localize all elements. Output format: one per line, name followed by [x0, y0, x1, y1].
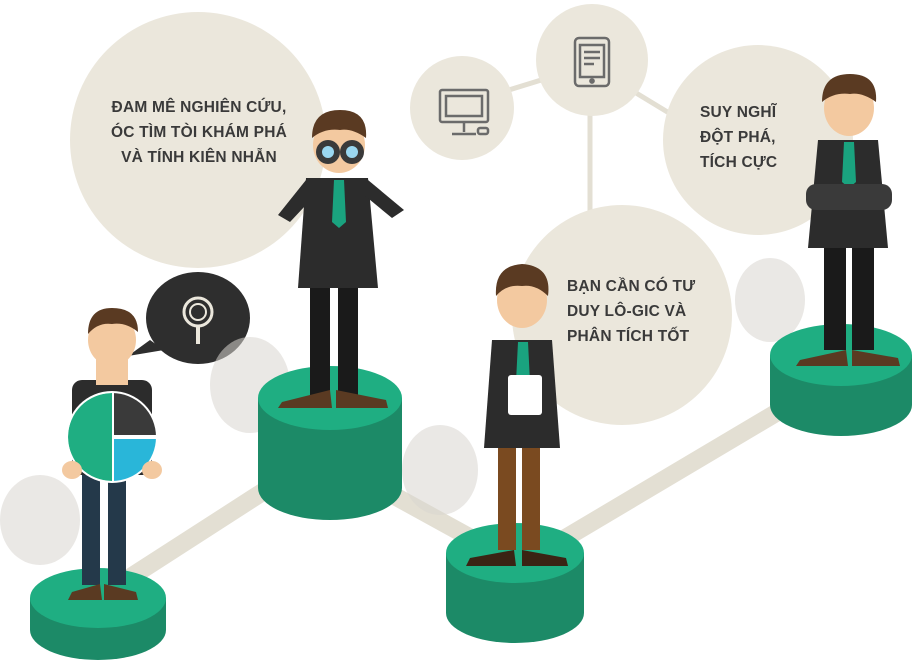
research-bubble — [70, 12, 326, 268]
logic-caption: BẠN CẦN CÓ TƯ DUY LÔ-GIC VÀ PHÂN TÍCH TỐ… — [567, 274, 695, 349]
monitor-bubble — [410, 56, 514, 160]
research-caption-line: ĐAM MÊ NGHIÊN CỨU, — [111, 99, 287, 116]
logic-caption-line: DUY LÔ-GIC VÀ — [567, 303, 687, 320]
logic-caption-line: BẠN CẦN CÓ TƯ — [567, 278, 696, 295]
logic-caption-line: PHÂN TÍCH TỐT — [567, 328, 690, 345]
man-arms-crossed — [796, 74, 900, 366]
tablet-bubble — [536, 4, 648, 116]
pedestal-3 — [446, 523, 584, 643]
research-caption-line: VÀ TÍNH KIÊN NHẪN — [121, 149, 277, 166]
man-with-pie-chart — [62, 308, 162, 600]
magnifier-icon — [182, 296, 214, 344]
breakthrough-caption-line: TÍCH CỰC — [700, 154, 778, 171]
tablet-icon — [573, 36, 611, 88]
magnifier-speech-bubble — [128, 272, 250, 364]
breakthrough-caption-line: SUY NGHĨ — [700, 104, 777, 121]
pie-chart-icon — [66, 391, 158, 483]
research-caption: ĐAM MÊ NGHIÊN CỨU, ÓC TÌM TÒI KHÁM PHÁ V… — [108, 95, 290, 170]
man-with-notepad — [466, 264, 568, 566]
figure-shadows — [0, 258, 805, 565]
breakthrough-bubble — [663, 45, 853, 235]
breakthrough-caption: SUY NGHĨ ĐỘT PHÁ, TÍCH CỰC — [700, 100, 777, 175]
breakthrough-caption-line: ĐỘT PHÁ, — [700, 129, 776, 146]
research-caption-line: ÓC TÌM TÒI KHÁM PHÁ — [110, 124, 287, 141]
man-with-binoculars — [278, 110, 404, 408]
logic-bubble — [512, 205, 732, 425]
binoculars-icon — [316, 140, 364, 164]
monitor-icon — [438, 88, 490, 136]
